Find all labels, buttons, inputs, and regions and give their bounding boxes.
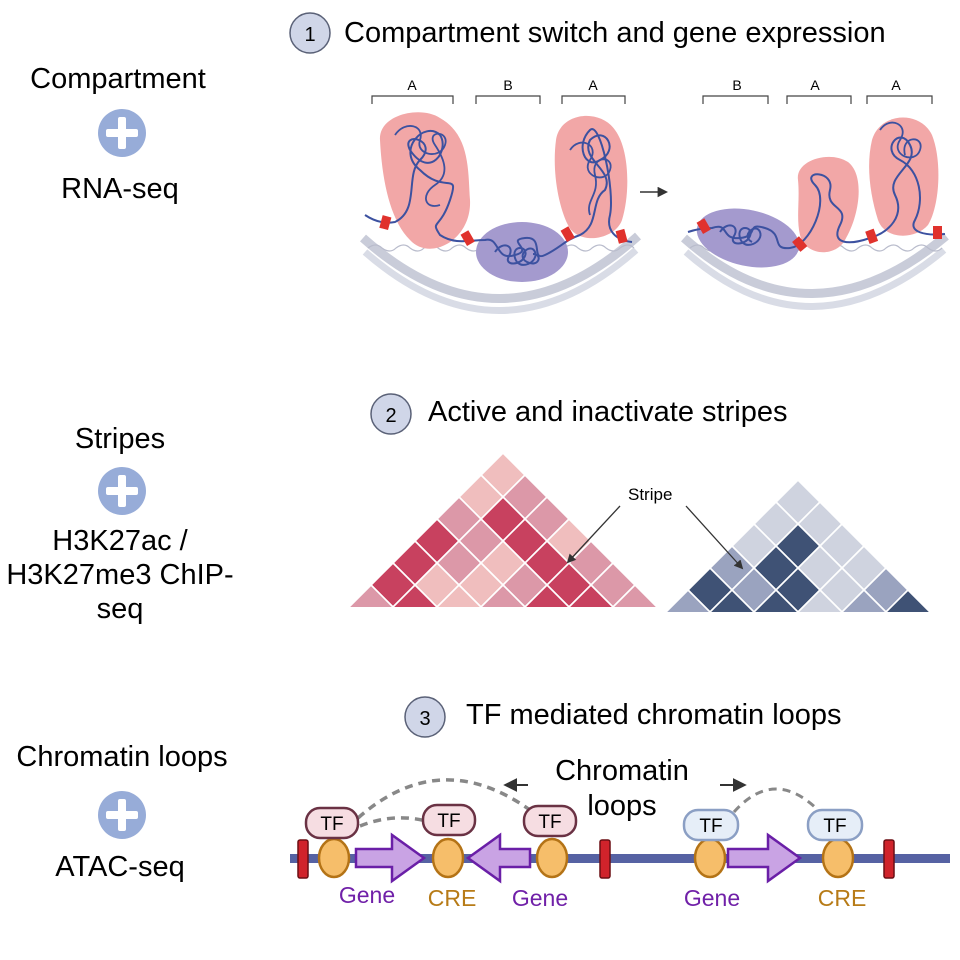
compartment-label: B xyxy=(732,77,741,93)
label-chromatin-loops: Chromatin loops xyxy=(16,741,227,773)
insulator-marker xyxy=(883,839,895,879)
section-2: 2 Active and inactivate stripes Stripe xyxy=(327,393,952,636)
insulator-marker xyxy=(297,839,309,879)
step-number: 3 xyxy=(419,708,430,730)
chromatin-loops-label: loops xyxy=(587,790,656,822)
heatmap-base-mask xyxy=(644,612,952,636)
insulator-marker xyxy=(865,228,879,244)
compartment-label: B xyxy=(503,77,512,93)
heatmap-base-mask xyxy=(327,607,679,631)
cre-site xyxy=(431,837,465,879)
insulator-marker xyxy=(379,215,392,231)
insulator-marker xyxy=(599,839,611,879)
section-2-title: Active and inactivate stripes xyxy=(428,396,787,428)
gene-arrow xyxy=(465,832,532,884)
insulator-marker xyxy=(696,218,711,235)
cre-site xyxy=(693,837,727,879)
stripe-arrow xyxy=(685,505,744,570)
section-1-title: Compartment switch and gene expression xyxy=(344,17,886,49)
step-number: 2 xyxy=(385,405,396,427)
active-stripe-heatmap xyxy=(327,451,679,631)
tf-factor: TF xyxy=(421,803,477,837)
label-compartment: Compartment xyxy=(30,63,206,95)
label-atac-seq: ATAC-seq xyxy=(55,851,184,883)
tf-factor: TF xyxy=(304,806,360,840)
svg-text:TF: TF xyxy=(823,816,846,837)
label-stripes: Stripes xyxy=(75,423,165,455)
step-number-badge xyxy=(289,12,331,54)
step-number-badge xyxy=(370,393,412,435)
cre-site xyxy=(535,837,569,879)
tf-factor: TF xyxy=(806,808,864,842)
svg-text:TF: TF xyxy=(699,816,722,837)
svg-text:TF: TF xyxy=(320,814,343,835)
compartment-label: A xyxy=(407,77,417,93)
section-3: 3 TF mediated chromatin loops Chromatin … xyxy=(290,696,950,911)
gene-label: Gene xyxy=(684,885,740,911)
insulator-marker xyxy=(615,228,628,244)
gene-arrow xyxy=(354,832,427,884)
cre-label: CRE xyxy=(818,885,867,911)
insulator-marker xyxy=(933,226,942,239)
label-chip-line1: H3K27ac / xyxy=(52,525,188,557)
section-1: 1 Compartment switch and gene expression… xyxy=(289,12,949,314)
label-chip-line2: H3K27me3 ChIP- xyxy=(6,559,233,591)
chromatin-loops-label: Chromatin xyxy=(555,755,689,787)
a-compartment-blob xyxy=(554,115,628,239)
plus-icon xyxy=(98,467,146,515)
insulator-marker xyxy=(792,236,808,252)
gene-label: Gene xyxy=(512,885,568,911)
left-column: Compartment RNA-seq Stripes H3K27ac / H3… xyxy=(6,63,233,883)
cre-label: CRE xyxy=(428,885,477,911)
cre-site xyxy=(317,837,351,879)
compartment-panel-after: B A A xyxy=(681,77,949,310)
step-number: 1 xyxy=(304,24,315,46)
section-3-title: TF mediated chromatin loops xyxy=(466,699,842,731)
svg-text:TF: TF xyxy=(437,811,460,832)
gene-label: Gene xyxy=(339,882,395,908)
tf-factor: TF xyxy=(522,804,578,838)
insulator-marker xyxy=(460,230,475,247)
a-compartment-blob xyxy=(379,112,471,249)
chromatin-loop xyxy=(732,787,822,814)
compartment-panel-before: A B A xyxy=(360,77,642,314)
plus-icon xyxy=(98,791,146,839)
plus-icon xyxy=(98,109,146,157)
compartment-label: A xyxy=(891,77,901,93)
label-chip-line3: seq xyxy=(97,593,144,625)
compartment-label: A xyxy=(588,77,598,93)
a-compartment-blob xyxy=(869,117,939,236)
step-number-badge xyxy=(404,696,446,738)
inactive-stripe-heatmap xyxy=(644,478,952,636)
stripe-label: Stripe xyxy=(628,485,672,504)
stripe-arrow xyxy=(566,505,621,564)
tf-factor: TF xyxy=(682,808,740,842)
insulator-marker xyxy=(560,226,575,243)
label-rna-seq: RNA-seq xyxy=(61,173,179,205)
cre-site xyxy=(821,837,855,879)
svg-text:TF: TF xyxy=(538,812,561,833)
chromatin-loop xyxy=(359,816,431,828)
gene-arrow xyxy=(726,832,803,884)
dna-strand xyxy=(290,854,950,863)
compartment-label: A xyxy=(810,77,820,93)
